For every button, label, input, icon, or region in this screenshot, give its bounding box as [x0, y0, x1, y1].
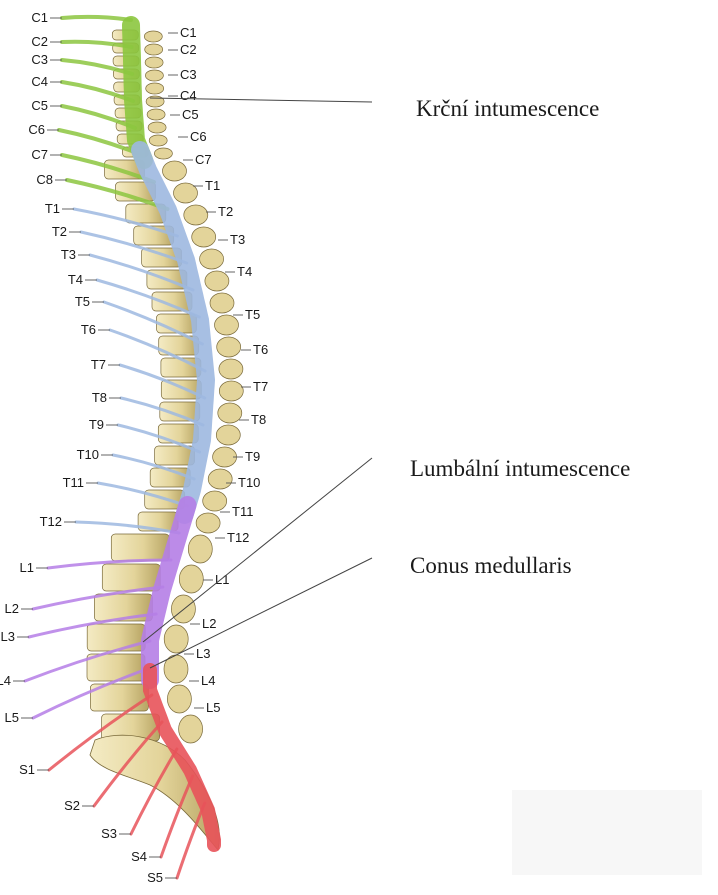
right-label-l4: L4: [201, 673, 215, 688]
vertebral-body: [87, 624, 145, 651]
nerve-root: [62, 17, 131, 20]
left-label-c3: C3: [31, 52, 48, 67]
left-label-t9: T9: [89, 417, 104, 432]
left-label-c7: C7: [31, 147, 48, 162]
spinous-process: [148, 122, 166, 133]
left-label-l2: L2: [5, 601, 19, 616]
left-label-c6: C6: [28, 122, 45, 137]
left-label-s5: S5: [147, 870, 163, 885]
spinous-process: [219, 359, 243, 379]
spinous-process: [196, 513, 220, 533]
spinous-process: [188, 535, 212, 563]
spinous-process: [192, 227, 216, 247]
left-label-s2: S2: [64, 798, 80, 813]
vertebral-body: [87, 654, 145, 681]
vertebral-body: [111, 534, 169, 561]
right-label-c7: C7: [195, 152, 212, 167]
right-label-t9: T9: [245, 449, 260, 464]
spinous-process: [200, 249, 224, 269]
spinous-process: [179, 565, 203, 593]
left-label-t7: T7: [91, 357, 106, 372]
spinous-process: [217, 337, 241, 357]
nerve-root: [62, 42, 132, 47]
spinous-process: [205, 271, 229, 291]
left-label-t2: T2: [52, 224, 67, 239]
left-label-t3: T3: [61, 247, 76, 262]
spinous-process: [184, 205, 208, 225]
vertebral-body: [158, 424, 198, 443]
spinous-process: [146, 83, 164, 94]
right-label-t1: T1: [205, 178, 220, 193]
left-label-t11: T11: [63, 475, 84, 490]
left-label-c4: C4: [31, 74, 48, 89]
right-label-l2: L2: [202, 616, 216, 631]
right-label-t3: T3: [230, 232, 245, 247]
right-label-t8: T8: [251, 412, 266, 427]
left-label-c1: C1: [31, 10, 48, 25]
right-label-t2: T2: [218, 204, 233, 219]
spinous-process: [164, 625, 188, 653]
right-label-t7: T7: [253, 379, 268, 394]
left-label-s1: S1: [19, 762, 35, 777]
right-label-c5: C5: [182, 107, 199, 122]
spinous-process: [210, 293, 234, 313]
left-label-t5: T5: [75, 294, 90, 309]
spinous-process: [218, 403, 242, 423]
left-label-s3: S3: [101, 826, 117, 841]
spinous-process: [145, 57, 163, 68]
right-label-c3: C3: [180, 67, 197, 82]
cervical-intumescence-label: Krční intumescence: [416, 96, 599, 122]
right-label-t11: T11: [232, 504, 253, 519]
left-label-l1: L1: [20, 560, 34, 575]
right-label-t5: T5: [245, 307, 260, 322]
spinous-process: [208, 469, 232, 489]
left-label-t8: T8: [92, 390, 107, 405]
right-label-c6: C6: [190, 129, 207, 144]
spinous-process: [219, 381, 243, 401]
left-label-c2: C2: [31, 34, 48, 49]
spinous-process: [145, 44, 163, 55]
right-label-c4: C4: [180, 88, 197, 103]
spinous-process: [167, 685, 191, 713]
lumbar-intumescence-label: Lumbální intumescence: [410, 456, 630, 482]
right-label-l5: L5: [206, 700, 220, 715]
left-label-t1: T1: [45, 201, 60, 216]
spinous-process: [144, 31, 162, 42]
right-label-t12: T12: [227, 530, 249, 545]
spinous-process: [215, 315, 239, 335]
right-label-t4: T4: [237, 264, 252, 279]
spinous-process: [149, 135, 167, 146]
watermark-block: [512, 790, 702, 875]
conus-medullaris-label: Conus medullaris: [410, 553, 572, 579]
right-label-c1: C1: [180, 25, 197, 40]
left-label-s4: S4: [131, 849, 147, 864]
spinous-process: [145, 70, 163, 81]
spinous-process: [216, 425, 240, 445]
spinous-process: [147, 109, 165, 120]
left-label-t12: T12: [40, 514, 62, 529]
left-label-l4: L4: [0, 673, 11, 688]
left-label-c5: C5: [31, 98, 48, 113]
left-label-t6: T6: [81, 322, 96, 337]
spinous-process: [163, 161, 187, 181]
left-label-l3: L3: [1, 629, 15, 644]
cervical-cord-segment: [131, 25, 144, 160]
left-label-t4: T4: [68, 272, 83, 287]
left-label-c8: C8: [36, 172, 53, 187]
left-label-t10: T10: [77, 447, 99, 462]
right-label-t6: T6: [253, 342, 268, 357]
spinous-process: [179, 715, 203, 743]
right-label-c2: C2: [180, 42, 197, 57]
spinous-process: [203, 491, 227, 511]
spinous-process: [154, 148, 172, 159]
right-label-t10: T10: [238, 475, 260, 490]
right-label-l3: L3: [196, 646, 210, 661]
left-label-l5: L5: [5, 710, 19, 725]
